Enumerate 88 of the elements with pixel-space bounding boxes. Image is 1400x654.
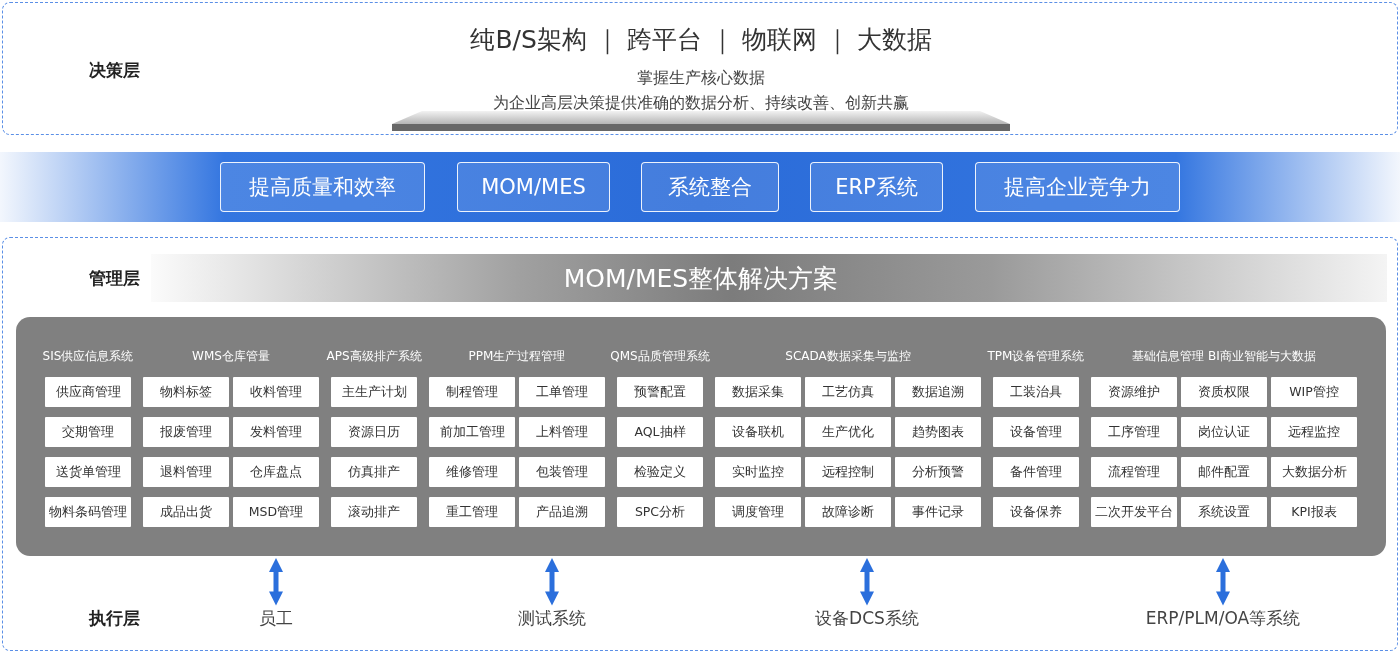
double-arrow — [860, 558, 874, 606]
module-box: 数据追溯 — [895, 377, 981, 407]
module-box: 上料管理 — [519, 417, 605, 447]
module-box: 收料管理 — [233, 377, 319, 407]
module-box: 调度管理 — [715, 497, 801, 527]
module-box: 工序管理 — [1091, 417, 1177, 447]
module-box: 工装治具 — [993, 377, 1079, 407]
layer-frame — [2, 237, 1398, 651]
module-box: 滚动排产 — [331, 497, 417, 527]
module-box: 备件管理 — [993, 457, 1079, 487]
layer-name: 执行层 — [88, 608, 140, 630]
highlight-box: 提高质量和效率 — [220, 162, 425, 212]
module-box: 供应商管理 — [45, 377, 131, 407]
group-heading: SIS供应信息系统 — [42, 348, 134, 364]
module-panel — [16, 317, 1386, 556]
system-label: 测试系统 — [518, 608, 586, 630]
group-heading: PPM生产过程管理 — [468, 348, 566, 364]
group-heading: 基础信息管理 BI商业智能与大数据 — [1132, 348, 1316, 364]
layer-name: 管理层 — [88, 268, 140, 290]
system-label: 设备DCS系统 — [815, 608, 919, 630]
double-arrow — [269, 558, 283, 606]
module-box: 远程控制 — [805, 457, 891, 487]
module-box: 大数据分析 — [1271, 457, 1357, 487]
module-box: 前加工管理 — [429, 417, 515, 447]
module-box: 重工管理 — [429, 497, 515, 527]
module-box: AQL抽样 — [617, 417, 703, 447]
module-box: MSD管理 — [233, 497, 319, 527]
module-box: 数据采集 — [715, 377, 801, 407]
module-box: 分析预警 — [895, 457, 981, 487]
module-box: 送货单管理 — [45, 457, 131, 487]
module-box: 资源维护 — [1091, 377, 1177, 407]
layer-name: 决策层 — [88, 60, 140, 82]
module-box: 二次开发平台 — [1091, 497, 1177, 527]
module-box: KPI报表 — [1271, 497, 1357, 527]
module-box: 系统设置 — [1181, 497, 1267, 527]
module-box: 主生产计划 — [331, 377, 417, 407]
module-box: 成品出货 — [143, 497, 229, 527]
module-box: 仓库盘点 — [233, 457, 319, 487]
module-box: 岗位认证 — [1181, 417, 1267, 447]
module-box: 检验定义 — [617, 457, 703, 487]
module-box: 资质权限 — [1181, 377, 1267, 407]
module-box: 仿真排产 — [331, 457, 417, 487]
module-box: 设备保养 — [993, 497, 1079, 527]
group-heading: WMS仓库管量 — [192, 348, 270, 364]
module-box: SPC分析 — [617, 497, 703, 527]
double-arrow — [1216, 558, 1230, 606]
module-box: 实时监控 — [715, 457, 801, 487]
module-box: 远程监控 — [1271, 417, 1357, 447]
caption-line: 为企业高层决策提供准确的数据分析、持续改善、创新共赢 — [493, 93, 909, 113]
highlight-box: 提高企业竞争力 — [975, 162, 1180, 212]
module-box: 流程管理 — [1091, 457, 1177, 487]
module-box: 设备联机 — [715, 417, 801, 447]
module-box: 维修管理 — [429, 457, 515, 487]
module-box: 包装管理 — [519, 457, 605, 487]
module-box: 发料管理 — [233, 417, 319, 447]
module-box: 工艺仿真 — [805, 377, 891, 407]
title-banner: MOM/MES整体解决方案 — [151, 254, 1387, 302]
group-heading: APS高级排产系统 — [326, 348, 422, 364]
module-box: 物料条码管理 — [45, 497, 131, 527]
module-box: 报废管理 — [143, 417, 229, 447]
system-label: 员工 — [259, 608, 293, 630]
module-box: 物料标签 — [143, 377, 229, 407]
banner-band — [0, 152, 1400, 222]
module-box: 故障诊断 — [805, 497, 891, 527]
module-box: 工单管理 — [519, 377, 605, 407]
module-box: 设备管理 — [993, 417, 1079, 447]
group-heading: TPM设备管理系统 — [987, 348, 1085, 364]
module-box: WIP管控 — [1271, 377, 1357, 407]
highlight-box: 系统整合 — [641, 162, 779, 212]
highlight-box: MOM/MES — [457, 162, 610, 212]
module-box: 制程管理 — [429, 377, 515, 407]
system-label: ERP/PLM/OA等系统 — [1145, 608, 1301, 630]
module-box: 预警配置 — [617, 377, 703, 407]
module-box: 资源日历 — [331, 417, 417, 447]
caption-line: 掌握生产核心数据 — [637, 68, 765, 88]
group-heading: QMS品质管理系统 — [610, 348, 710, 364]
module-box: 产品追溯 — [519, 497, 605, 527]
module-box: 生产优化 — [805, 417, 891, 447]
module-box: 退料管理 — [143, 457, 229, 487]
module-box: 事件记录 — [895, 497, 981, 527]
layer-frame — [2, 2, 1398, 135]
headline: 纯B/S架构 ｜ 跨平台 ｜ 物联网 ｜ 大数据 — [470, 24, 932, 56]
module-box: 趋势图表 — [895, 417, 981, 447]
highlight-box: ERP系统 — [810, 162, 943, 212]
double-arrow — [545, 558, 559, 606]
group-heading: SCADA数据采集与监控 — [785, 348, 911, 364]
module-box: 邮件配置 — [1181, 457, 1267, 487]
module-box: 交期管理 — [45, 417, 131, 447]
